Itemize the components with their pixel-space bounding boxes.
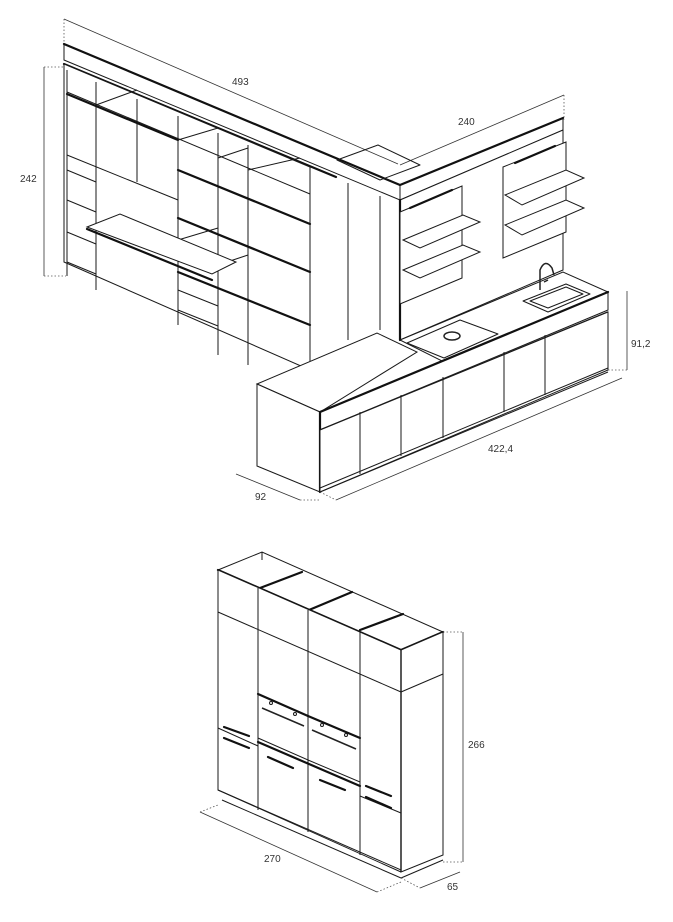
dimension-92: 92 [235,473,320,503]
bookcase-shelves [65,70,312,365]
dimension-label-column-width: 270 [264,854,281,865]
island-cabinet-doors [319,335,609,493]
dimension-label-wall-height: 242 [20,174,37,185]
dimension-422-4: 422,4 [319,377,623,501]
dimension-91-2: 91,2 [608,291,651,371]
dimension-493: 493 [63,18,399,165]
dimension-label-back-wall: 240 [458,117,475,128]
sink [522,283,591,313]
dimension-label-left-wall: 493 [232,77,249,88]
oven-right [306,714,362,783]
desk-shelf [85,213,238,275]
floating-shelves-left [399,185,482,305]
mixer-tap-icon [539,262,555,290]
dimension-242: 242 [20,66,66,277]
dimension-label-column-height: 266 [468,740,485,751]
dimension-266: 266 [443,631,485,863]
tall-columns-diagram: 266 270 65 [199,551,485,893]
floating-shelves-right [502,141,586,259]
oven-left [256,692,310,761]
dimension-270: 270 [199,804,402,893]
dimension-240: 240 [399,94,565,166]
dimension-label-island-height: 91,2 [631,339,651,350]
kitchen-top-diagram: 493 242 240 [20,18,651,503]
induction-hob [406,319,499,359]
dimension-label-column-depth: 65 [447,882,459,893]
tall-doors [347,183,381,340]
dimension-65: 65 [400,871,461,893]
door-handles [222,725,393,810]
dimension-label-island-depth: 92 [255,492,267,503]
dimension-label-island-length: 422,4 [488,444,513,455]
